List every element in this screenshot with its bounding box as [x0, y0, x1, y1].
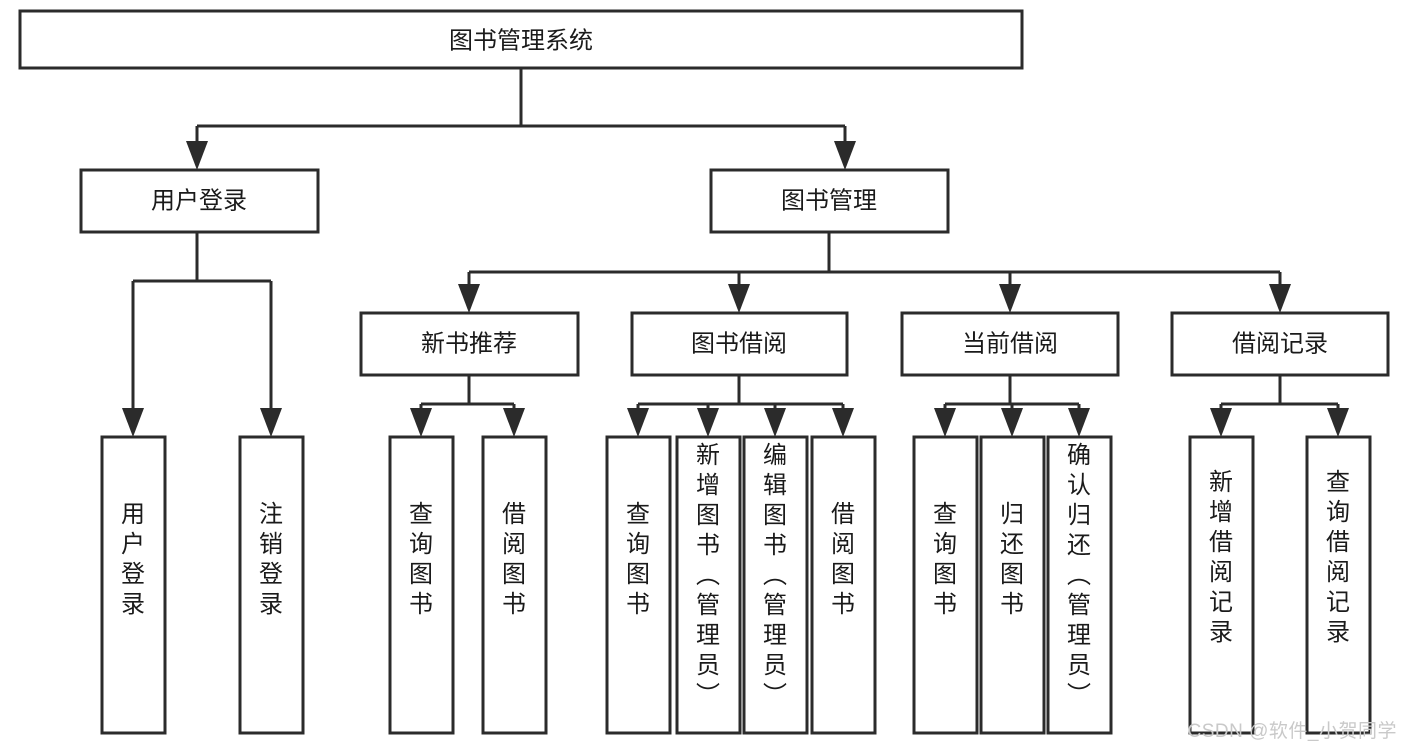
node-leaf-confirm-return-label: 确认归还︵管理员︶ [1067, 442, 1091, 709]
node-user-login[interactable]: 用户登录 [79, 168, 320, 234]
node-leaf-add-book-label: 新增图书︵管理员︶ [696, 442, 720, 709]
arrow-head-icon [260, 408, 282, 437]
node-leaf-return-book[interactable]: 归还图书 [979, 435, 1046, 735]
node-leaf-add-record-label: 新增借阅记录 [1209, 469, 1233, 646]
node-new-book-recommend-label: 新书推荐 [421, 331, 517, 358]
node-leaf-edit-book[interactable]: 编辑图书︵管理员︶ [742, 435, 809, 735]
node-leaf-query-book-1[interactable]: 查询图书 [388, 435, 455, 735]
node-leaf-query-book-2-label: 查询图书 [626, 501, 650, 618]
csdn-watermark: CSDN @软件_小贺同学 [1187, 721, 1397, 742]
arrow-head-icon [832, 408, 854, 437]
node-leaf-query-record[interactable]: 查询借阅记录 [1305, 435, 1372, 735]
node-book-borrow[interactable]: 图书借阅 [630, 311, 849, 377]
node-current-borrow-label: 当前借阅 [962, 331, 1058, 358]
node-leaf-borrow-book-1-label: 借阅图书 [502, 501, 526, 618]
arrow-head-icon [503, 408, 525, 437]
connector-root-to-level1 [186, 68, 856, 170]
node-book-borrow-label: 图书借阅 [691, 331, 787, 358]
node-user-login-label: 用户登录 [151, 188, 247, 215]
arrow-head-icon [186, 141, 208, 170]
node-leaf-query-book-1-label: 查询图书 [409, 501, 433, 618]
node-borrow-record-label: 借阅记录 [1232, 331, 1328, 358]
node-leaf-add-record[interactable]: 新增借阅记录 [1188, 435, 1255, 735]
arrow-head-icon [458, 284, 480, 313]
node-new-book-recommend[interactable]: 新书推荐 [359, 311, 580, 377]
node-leaf-add-book[interactable]: 新增图书︵管理员︶ [675, 435, 742, 735]
arrow-head-icon [627, 408, 649, 437]
node-current-borrow[interactable]: 当前借阅 [900, 311, 1120, 377]
node-leaf-query-record-label: 查询借阅记录 [1326, 469, 1350, 646]
node-root-label: 图书管理系统 [449, 28, 593, 55]
node-leaf-borrow-book-1[interactable]: 借阅图书 [481, 435, 548, 735]
node-leaf-query-book-3-label: 查询图书 [933, 501, 957, 618]
node-leaf-borrow-book-2[interactable]: 借阅图书 [810, 435, 877, 735]
node-leaf-user-login[interactable]: 用户登录 [100, 435, 167, 735]
arrow-head-icon [697, 408, 719, 437]
node-borrow-record[interactable]: 借阅记录 [1170, 311, 1390, 377]
arrow-head-icon [1001, 408, 1023, 437]
node-leaf-logout[interactable]: 注销登录 [238, 435, 305, 735]
arrow-head-icon [834, 141, 856, 170]
node-leaf-return-book-label: 归还图书 [1000, 501, 1024, 618]
arrow-head-icon [122, 408, 144, 437]
node-root[interactable]: 图书管理系统 [18, 9, 1024, 70]
node-leaf-logout-label: 注销登录 [259, 501, 283, 618]
arrow-head-icon [764, 408, 786, 437]
arrow-head-icon [1327, 408, 1349, 437]
node-leaf-borrow-book-2-label: 借阅图书 [831, 501, 855, 618]
node-leaf-edit-book-label: 编辑图书︵管理员︶ [763, 442, 787, 709]
connector-borrow-record-to-leaves [1210, 375, 1349, 437]
arrow-head-icon [410, 408, 432, 437]
node-book-management-label: 图书管理 [781, 188, 877, 215]
arrow-head-icon [1269, 284, 1291, 313]
arrow-head-icon [999, 284, 1021, 313]
arrow-head-icon [934, 408, 956, 437]
connector-new-book-recommend-to-leaves [410, 375, 525, 437]
node-leaf-user-login-label: 用户登录 [121, 501, 145, 618]
connector-user-login-to-leaves [122, 232, 282, 437]
node-book-management[interactable]: 图书管理 [709, 168, 950, 234]
connector-current-borrow-to-leaves [934, 375, 1090, 437]
node-leaf-confirm-return[interactable]: 确认归还︵管理员︶ [1046, 435, 1113, 735]
node-leaf-query-book-2[interactable]: 查询图书 [605, 435, 672, 735]
arrow-head-icon [1068, 408, 1090, 437]
arrow-head-icon [1210, 408, 1232, 437]
connector-book-management-to-level2 [458, 232, 1291, 313]
arrow-head-icon [728, 284, 750, 313]
connector-book-borrow-to-leaves [627, 375, 854, 437]
node-leaf-query-book-3[interactable]: 查询图书 [912, 435, 979, 735]
